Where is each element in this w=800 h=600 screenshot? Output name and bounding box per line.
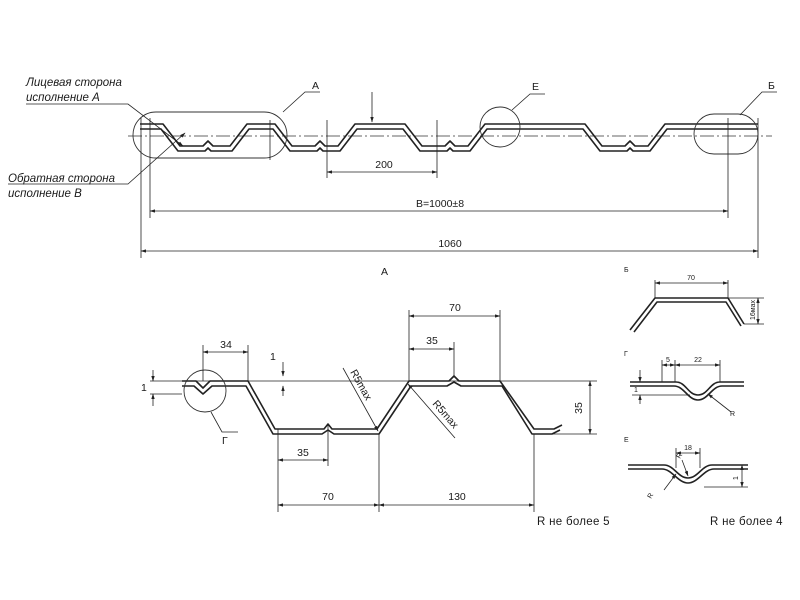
dim-pitch-label: 200 (375, 159, 393, 171)
detail-g-leader (210, 411, 238, 433)
detail-e-view: Е 18 1 R R (624, 437, 748, 500)
radius-note-right: R не более 4 (710, 516, 783, 528)
radius-leader-1 (342, 367, 379, 432)
detail-g-radius-label: R (730, 411, 735, 418)
dim-groove-right-label: 1 (270, 351, 276, 363)
radius-label-1: R5max (347, 368, 374, 404)
dim-detail-g-width-label: 22 (694, 357, 702, 364)
detail-a-letter: А (312, 80, 319, 92)
dim-detail-b-width-label: 70 (687, 275, 695, 282)
detail-e-leader (511, 93, 545, 111)
detail-g-title: Г (624, 351, 628, 358)
detail-a-leader (282, 91, 320, 113)
profile-lower-line (140, 128, 758, 152)
face-side-label-line1: Лицевая сторона (25, 77, 122, 89)
section-view-a: А Г 34 70 35 1 1 35 (141, 266, 610, 528)
dim-bottom-offset-label: 35 (297, 447, 309, 459)
dim-bottom-flat-label: 70 (322, 491, 334, 503)
detail-e-radius-label-1: R (647, 492, 656, 500)
dim-detail-b-height-label: 16мах (750, 300, 757, 320)
detail-b-leader (739, 91, 777, 116)
section-profile-lower (182, 381, 561, 435)
section-profile-upper (182, 375, 563, 430)
dim-working-width-label: B=1000±8 (416, 198, 464, 210)
profile-upper-line (140, 123, 758, 147)
back-side-label-line2: исполнение В (8, 188, 82, 200)
dim-detail-g-depth-label: 1 (634, 387, 638, 394)
dim-bottom-pitch-label: 130 (448, 491, 466, 503)
back-side-label-line1: Обратная сторона (8, 173, 115, 185)
detail-a-outline (132, 111, 288, 159)
detail-e-letter: Е (532, 81, 539, 93)
detail-e-profile-inner (628, 468, 748, 484)
dim-detail-e-width-label: 18 (684, 445, 692, 452)
radius-note-left: R не более 5 (537, 516, 610, 528)
detail-e-title: Е (624, 437, 629, 444)
detail-e-outline (479, 106, 521, 148)
detail-e-profile (628, 464, 748, 479)
detail-b-letter: Б (768, 80, 775, 92)
face-side-label-line2: исполнение А (26, 92, 100, 104)
dim-top-offset-label: 35 (426, 335, 438, 347)
detail-g-profile (630, 381, 744, 396)
detail-g-outline (183, 369, 227, 413)
dim-detail-e-depth-label: 1 (733, 476, 740, 480)
dim-top-pitch-label: 70 (449, 302, 461, 314)
detail-b-profile-inner (633, 301, 742, 333)
detail-e-radius-leader-2 (681, 459, 689, 477)
dim-groove-left-label: 1 (141, 382, 147, 394)
detail-b-profile (629, 297, 745, 331)
detail-b-title: Б (624, 267, 629, 274)
dim-height-label: 35 (573, 402, 585, 414)
dim-detail-g-offset-label: 5 (666, 357, 670, 364)
detail-g-view: Г 5 22 1 R (624, 351, 744, 418)
dim-full-width-label: 1060 (438, 238, 462, 250)
detail-g-profile-inner (630, 385, 744, 401)
back-side-leader (8, 132, 186, 185)
view-a-title: А (381, 266, 388, 278)
face-side-leader (26, 103, 184, 147)
detail-e-radius-label-2: R (676, 452, 685, 460)
overall-profile-view: 200 B=1000±8 1060 Лицевая сторона исполн… (8, 77, 777, 258)
dim-top-left-label: 34 (220, 339, 232, 351)
radius-leader-2 (407, 383, 456, 439)
detail-g-letter: Г (222, 435, 228, 447)
detail-g-radius-leader (707, 393, 732, 413)
detail-b-outline (693, 113, 759, 155)
detail-b-view: Б 70 16мах (624, 267, 764, 333)
detail-e-radius-leader-1 (663, 473, 677, 491)
